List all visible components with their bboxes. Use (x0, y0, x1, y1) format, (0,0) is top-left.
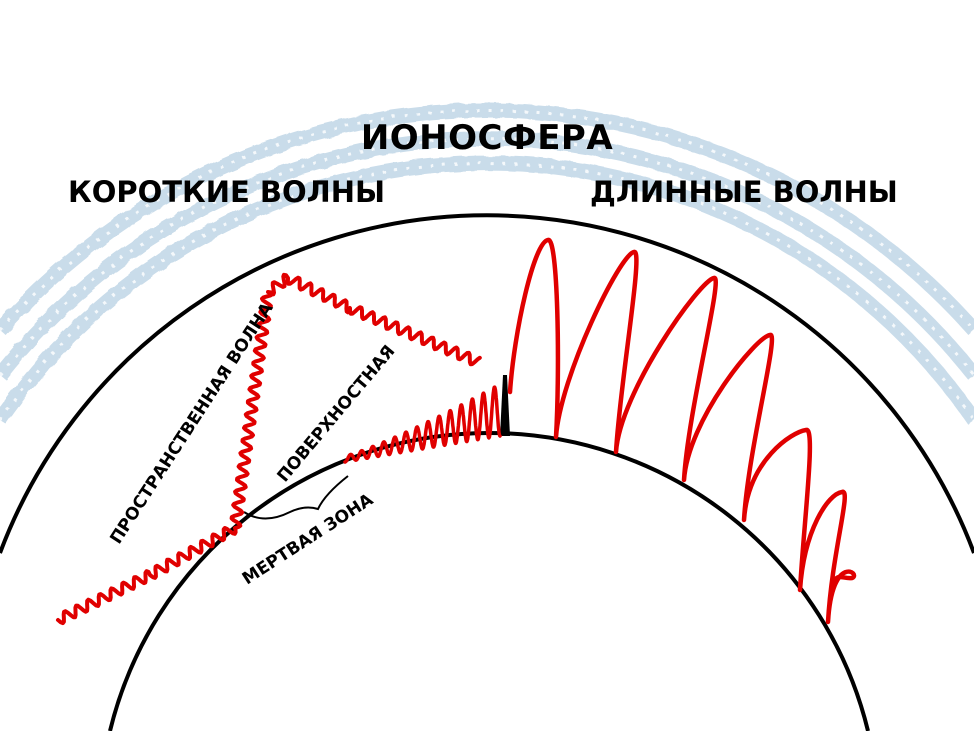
long-waves-heading: ДЛИННЫЕ ВОЛНЫ (590, 175, 898, 209)
ionosphere-layer (0, 103, 974, 425)
ionosphere-title: ИОНОСФЕРА (360, 118, 614, 158)
transmitter-antenna (500, 375, 510, 436)
surface-wave (343, 385, 502, 464)
short-waves-heading: КОРОТКИЕ ВОЛНЫ (68, 175, 386, 209)
ionosphere-boundary-arc (0, 213, 974, 554)
dead-zone-label: МЕРТВАЯ ЗОНА (239, 489, 378, 589)
long-wave (507, 237, 857, 625)
dead-zone-brace (243, 475, 349, 520)
ionosphere-band-inner (0, 155, 974, 425)
space-wave (56, 272, 482, 626)
ionosphere-band-middle (0, 131, 974, 380)
